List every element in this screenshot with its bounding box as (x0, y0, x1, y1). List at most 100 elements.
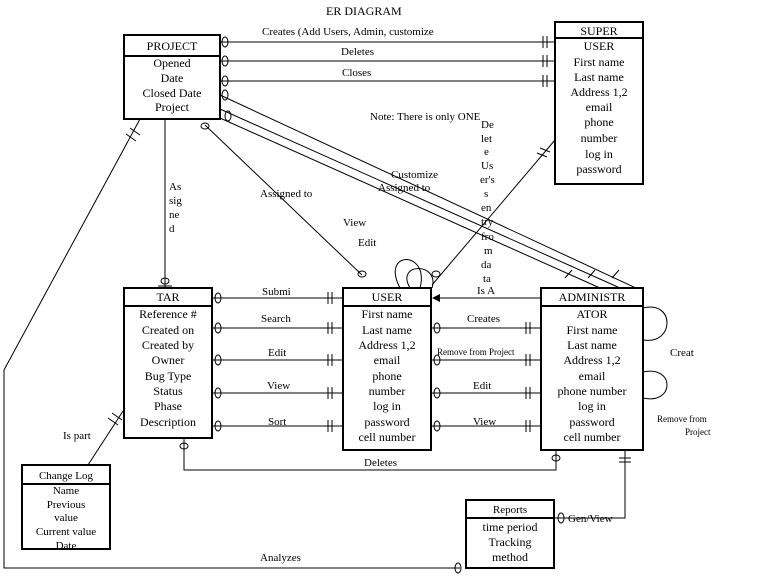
rel-label-assigned-part: As (169, 181, 181, 193)
rel-label-deletes-top: Deletes (341, 46, 374, 58)
entity-attr: phone (372, 369, 401, 383)
entity-attr: Date (56, 540, 77, 552)
entity-attr: cell number (359, 430, 416, 444)
entity-title: ADMINISTR (559, 290, 626, 304)
entity-attr: Reference # (139, 307, 197, 321)
entity-attr: Last name (574, 70, 624, 84)
rel-label-customize: Customize (391, 169, 438, 181)
rel-label-assigned-part: sig (169, 195, 182, 207)
entity-attr: email (374, 353, 401, 367)
entity-attr: cell number (564, 430, 621, 444)
rel-label-delete-part: s (484, 188, 488, 200)
entity-title-2: ATOR (576, 307, 607, 321)
entity-attr: number (581, 131, 618, 145)
entity-attr: log in (578, 399, 606, 413)
entity-attr: phone number (558, 384, 627, 398)
rel-label-remove-from-project: Remove from Project (437, 347, 515, 357)
rel-label-assigned-part: ne (169, 209, 180, 221)
entity-attr: Created by (142, 338, 194, 352)
entity-attr: Opened (153, 56, 190, 70)
rel-label-closes: Closes (342, 67, 371, 79)
rel-label-sort: Sort (268, 416, 286, 428)
entity-attr: Created on (142, 323, 194, 337)
entity-attr: password (364, 415, 409, 429)
entity-attr: Description (140, 415, 196, 429)
entity-attr: email (579, 369, 606, 383)
rel-label-gen-view: Gen/View (568, 513, 613, 525)
cardinality-marks (107, 36, 631, 574)
entity-attr: First name (362, 307, 413, 321)
rel-label-remove-self-2: Project (685, 427, 711, 437)
rel-label-analyzes: Analyzes (260, 552, 301, 564)
entity-attr: method (492, 550, 528, 564)
entity-attr: Address 1,2 (358, 338, 415, 352)
rel-label-assigned-to-right: Assigned to (378, 182, 431, 194)
rel-label-view-user: View (343, 217, 366, 229)
rel-label-delete-vertical: De let e Us er's s en try fro m da ta (480, 119, 495, 285)
entity-super-user[interactable]: SUPER USER First name Last name Address … (554, 21, 644, 185)
rel-label-creates-top: Creates (Add Users, Admin, customize (262, 26, 434, 38)
rel-label-delete-part: De (481, 119, 494, 131)
entity-title: TAR (156, 290, 179, 304)
rel-label-remove-self-1: Remove from (657, 414, 707, 424)
entity-title: PROJECT (147, 39, 198, 53)
entity-attr: Closed Date (143, 86, 202, 100)
entity-administrator[interactable]: ADMINISTR ATOR First name Last name Addr… (540, 287, 644, 451)
entity-change-log[interactable]: Change Log Name Previous value Current v… (21, 464, 111, 552)
entity-attr: Status (153, 384, 183, 398)
entity-attr: password (569, 415, 614, 429)
rel-label-delete-part: ta (483, 273, 491, 285)
rel-label-submit: Submi (262, 286, 291, 298)
rel-label-delete-part: e (484, 146, 489, 158)
rel-label-view-admin: View (473, 416, 496, 428)
entity-title-2: USER (584, 39, 615, 53)
rel-label-assigned-vertical: As sig ne d (169, 181, 182, 235)
rel-label-delete-part: Us (481, 160, 493, 172)
rel-label-creates-admin: Creates (467, 313, 500, 325)
rel-label-view-tar: View (267, 380, 290, 392)
entity-attr: Last name (362, 323, 412, 337)
entity-attr: log in (373, 399, 401, 413)
entity-title: Reports (493, 504, 527, 516)
rel-label-delete-part: en (481, 202, 492, 214)
entity-attr: Phase (154, 399, 182, 413)
rel-label-delete-part: try (481, 216, 494, 228)
entity-attr: First name (574, 55, 625, 69)
entity-attr: password (576, 162, 621, 176)
entity-project[interactable]: PROJECT Opened Date Closed Date Project (123, 34, 221, 120)
entity-attr: Name (53, 485, 79, 497)
entity-attr: Owner (152, 353, 185, 367)
rel-label-delete-part: er's (480, 174, 495, 186)
rel-label-search: Search (261, 313, 291, 325)
rel-label-edit-admin: Edit (473, 380, 491, 392)
rel-label-delete-part: da (481, 259, 492, 271)
entity-attr: number (369, 384, 406, 398)
rel-label-assigned-part: d (169, 223, 175, 235)
relationship-lines (3, 41, 668, 569)
rel-label-is-part: Is part (63, 430, 91, 442)
entity-attr: Address 1,2 (563, 353, 620, 367)
entity-attr: time period (483, 520, 538, 534)
entity-attr: First name (567, 323, 618, 337)
entity-reports[interactable]: Reports time period Tracking method (465, 499, 555, 569)
rel-label-assigned-to-left: Assigned to (260, 188, 313, 200)
entity-attr: Project (155, 100, 190, 114)
entity-title: Change Log (39, 470, 94, 482)
rel-label-delete-part: let (481, 133, 492, 145)
entity-attr: Date (161, 71, 184, 85)
entity-user[interactable]: USER First name Last name Address 1,2 em… (342, 287, 432, 451)
entity-attr: Previous (47, 499, 86, 511)
entity-attr: Address 1,2 (570, 85, 627, 99)
entity-attr: log in (585, 147, 613, 161)
note-text: Note: There is only ONE (370, 111, 481, 123)
rel-label-is-a: Is A (477, 285, 495, 297)
entity-title: USER (372, 290, 403, 304)
entity-attr: Last name (567, 338, 617, 352)
rel-label-create-self: Creat (670, 347, 694, 359)
entity-tar[interactable]: TAR Reference # Created on Created by Ow… (123, 287, 213, 439)
entity-attr: value (54, 512, 78, 524)
entity-attr: phone (584, 115, 613, 129)
rel-label-deletes-bottom: Deletes (364, 457, 397, 469)
rel-label-edit-user: Edit (358, 237, 376, 249)
